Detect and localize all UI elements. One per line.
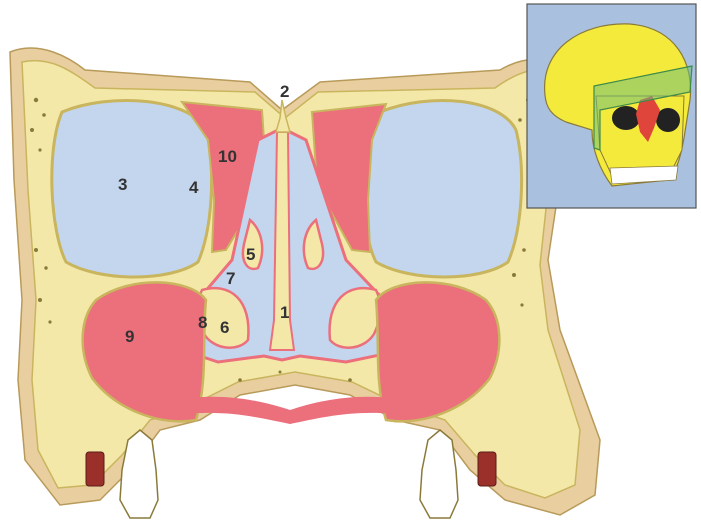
label-6: 6 [220,318,229,337]
label-1: 1 [280,303,289,322]
label-9: 9 [125,327,134,346]
inset-panel [527,4,696,208]
label-10: 10 [218,147,237,166]
vessel-left [86,452,104,486]
molar-right [420,430,458,518]
palate-mucosa [176,397,404,424]
skull-orbit-left [612,106,640,130]
skull-orbit-right [656,108,680,132]
teeth [86,430,496,518]
label-3: 3 [118,175,127,194]
orbit-left [52,100,212,277]
label-4: 4 [189,178,199,197]
label-8: 8 [198,313,207,332]
label-2: 2 [280,82,289,101]
label-5: 5 [246,245,255,264]
orbit-right [363,100,522,277]
vessel-right [478,452,496,486]
label-7: 7 [226,269,235,288]
